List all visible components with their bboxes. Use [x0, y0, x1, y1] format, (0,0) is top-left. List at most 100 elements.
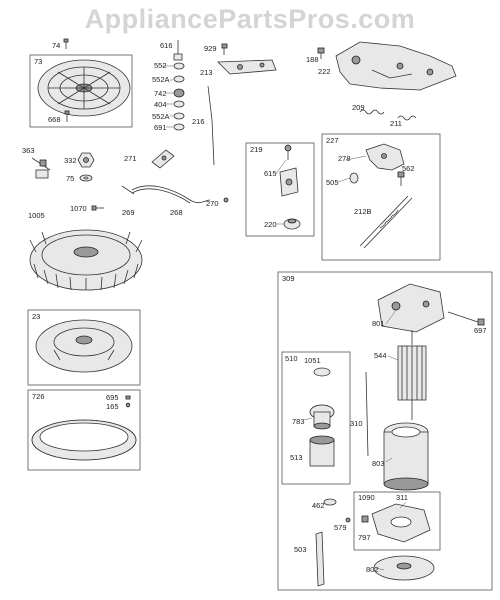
through-bolt-310-part — [365, 371, 369, 457]
label-188: 188 — [306, 55, 319, 64]
label-269: 269 — [122, 208, 135, 217]
label-74: 74 — [52, 41, 60, 50]
label-552a: 552A — [152, 75, 170, 84]
blower-screen-part — [37, 59, 131, 117]
group-box-726 — [27, 389, 141, 471]
label-615: 615 — [264, 169, 277, 178]
label-216: 216 — [192, 117, 205, 126]
armature-544-part — [397, 330, 427, 420]
label-209: 209 — [352, 103, 365, 112]
label-513: 513 — [290, 453, 303, 462]
label-363: 363 — [22, 146, 35, 155]
clip-270-part — [223, 197, 229, 203]
ring-gear-726-part — [31, 419, 137, 461]
end-cap-802-part — [373, 555, 435, 581]
cable-268-part — [131, 185, 211, 204]
drive-513-part — [309, 435, 335, 467]
label-270: 270 — [206, 199, 219, 208]
label-726: 726 — [32, 392, 45, 401]
label-1070: 1070 — [70, 204, 87, 213]
watermark-logo: AppliancePartsPros.com — [84, 4, 416, 34]
label-616: 616 — [160, 41, 173, 50]
label-783: 783 — [292, 417, 305, 426]
rod-212b-part — [359, 195, 413, 249]
washer-462-part — [323, 498, 337, 506]
label-552: 552 — [154, 61, 167, 70]
group-box-309 — [277, 271, 493, 591]
screw-562-part — [397, 171, 405, 186]
label-797: 797 — [358, 533, 371, 542]
label-332: 332 — [64, 156, 77, 165]
label-742: 742 — [154, 89, 167, 98]
label-510: 510 — [285, 354, 298, 363]
washer-75-part — [79, 174, 93, 182]
screw-668-part — [64, 110, 70, 122]
bracket-213-part — [217, 59, 277, 75]
label-544: 544 — [374, 351, 387, 360]
link-269-part — [121, 185, 135, 195]
brush-797-part — [361, 515, 369, 523]
spring-211-part — [397, 115, 417, 121]
housing-803-part — [383, 422, 429, 491]
screw-695-part — [125, 395, 131, 400]
label-1051: 1051 — [304, 356, 321, 365]
bolt-697-part — [447, 311, 485, 326]
control-bracket-222-part — [335, 41, 457, 91]
label-579: 579 — [334, 523, 347, 532]
label-803: 803 — [372, 459, 385, 468]
label-75: 75 — [66, 174, 74, 183]
nut-332-part — [77, 152, 95, 168]
label-213: 213 — [200, 68, 213, 77]
bolt-363-part — [31, 157, 51, 179]
screw-615-part — [284, 144, 292, 160]
group-box-1090 — [353, 491, 441, 551]
group-box-219 — [245, 142, 315, 237]
brush-plate-311-part — [371, 503, 431, 543]
label-220: 220 — [264, 220, 277, 229]
label-165: 165 — [106, 402, 119, 411]
clip-505-part — [349, 172, 359, 184]
label-503: 503 — [294, 545, 307, 554]
screw-1070-part — [91, 205, 104, 211]
label-695: 695 — [106, 393, 119, 402]
label-1005: 1005 — [28, 211, 45, 220]
retainer-1051-part — [313, 367, 331, 377]
label-929: 929 — [204, 44, 217, 53]
strap-503-part — [315, 531, 325, 587]
leader-lines — [162, 65, 407, 571]
label-309: 309 — [282, 274, 295, 283]
label-1090: 1090 — [358, 493, 375, 502]
label-697: 697 — [474, 326, 487, 335]
label-801: 801 — [372, 319, 385, 328]
washer-165-part — [125, 402, 131, 408]
label-691: 691 — [154, 123, 167, 132]
label-505: 505 — [326, 178, 339, 187]
label-227: 227 — [326, 136, 339, 145]
label-310: 310 — [350, 419, 363, 428]
rod-216-part — [207, 85, 215, 166]
group-box-510 — [281, 351, 351, 485]
label-802: 802 — [366, 565, 379, 574]
switch-219-part — [279, 167, 299, 197]
flywheel-23-part — [35, 319, 133, 373]
label-311: 311 — [396, 493, 408, 502]
label-271: 271 — [124, 154, 137, 163]
label-552a-2: 552A — [152, 112, 170, 121]
governor-stack-part — [173, 40, 185, 131]
label-668: 668 — [48, 115, 61, 124]
end-cap-801-part — [377, 283, 445, 333]
label-462: 462 — [312, 501, 325, 510]
knob-220-part — [283, 218, 301, 230]
label-219: 219 — [250, 145, 263, 154]
lever-271-part — [151, 149, 175, 169]
group-box-73 — [29, 54, 133, 128]
label-23: 23 — [32, 312, 40, 321]
spring-209-part — [359, 109, 385, 115]
label-222: 222 — [318, 67, 331, 76]
flywheel-fan-1005-part — [29, 229, 143, 291]
group-box-23 — [27, 309, 141, 386]
label-562: 562 — [402, 164, 415, 173]
label-278: 278 — [338, 154, 351, 163]
